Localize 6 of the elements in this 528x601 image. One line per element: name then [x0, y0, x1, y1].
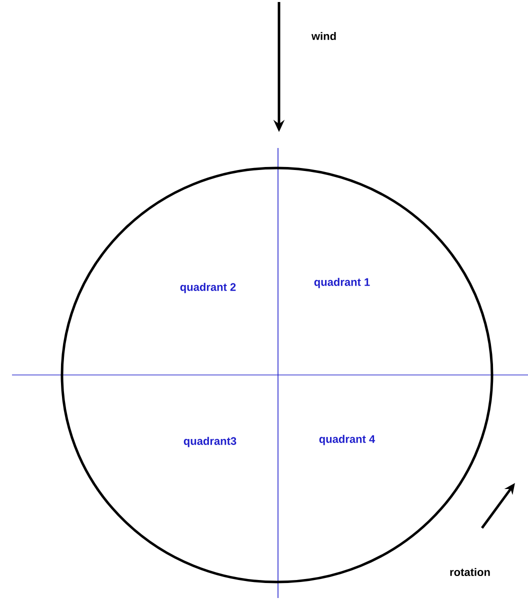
quadrant-label: quadrant 1	[314, 278, 370, 288]
quadrant-label: quadrant3	[184, 436, 236, 448]
quadrant-label: quadrant 4	[319, 434, 376, 446]
label: rotation	[450, 568, 490, 576]
label: wind	[311, 32, 336, 40]
quadrant-label: quadrant 2	[180, 282, 236, 294]
